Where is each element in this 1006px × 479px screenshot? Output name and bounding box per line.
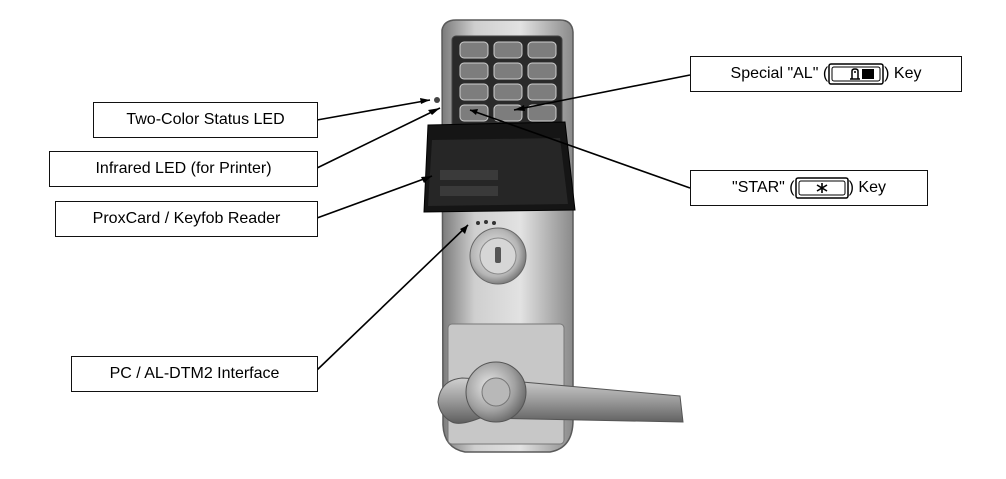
keypad-keys [459, 41, 557, 122]
callout-al-key-prefix: Special "AL" ( [730, 65, 829, 82]
callout-star-key: "STAR" ( ) Key [690, 170, 928, 206]
keypad-key [493, 104, 523, 122]
keypad-key [459, 83, 489, 101]
callout-pc-interface-label: PC / AL-DTM2 Interface [109, 365, 280, 382]
al-key-icon [828, 63, 884, 85]
key-cylinder [469, 227, 527, 285]
callout-infrared-led: Infrared LED (for Printer) [49, 151, 318, 187]
lever-handle [437, 361, 684, 424]
callout-star-key-suffix: ) Key [848, 179, 886, 196]
callout-infrared-led-label: Infrared LED (for Printer) [95, 160, 272, 177]
callout-al-key-suffix: ) Key [884, 65, 922, 82]
keypad-key [527, 104, 557, 122]
leader-arrowheads [420, 98, 525, 234]
callout-pc-interface: PC / AL-DTM2 Interface [71, 356, 318, 392]
keypad-key [493, 62, 523, 80]
leader-lines [316, 74, 691, 371]
callout-prox-reader-label: ProxCard / Keyfob Reader [92, 210, 281, 227]
callout-status-led-label: Two-Color Status LED [126, 111, 285, 128]
keypad-key [493, 83, 523, 101]
keypad-key [493, 41, 523, 59]
callout-status-led: Two-Color Status LED [93, 102, 318, 138]
callout-al-key: Special "AL" ( ) Key [690, 56, 962, 92]
keypad-key [527, 41, 557, 59]
status-led [434, 97, 440, 103]
pc-interface-port [476, 220, 496, 225]
keypad-key [527, 83, 557, 101]
prox-reader [423, 121, 576, 213]
callout-star-key-prefix: "STAR" ( [732, 179, 795, 196]
keypad-key [459, 62, 489, 80]
keypad [451, 35, 563, 129]
keypad-key [527, 62, 557, 80]
callout-prox-reader: ProxCard / Keyfob Reader [55, 201, 318, 237]
keypad-key [459, 41, 489, 59]
star-key-icon [794, 177, 849, 199]
